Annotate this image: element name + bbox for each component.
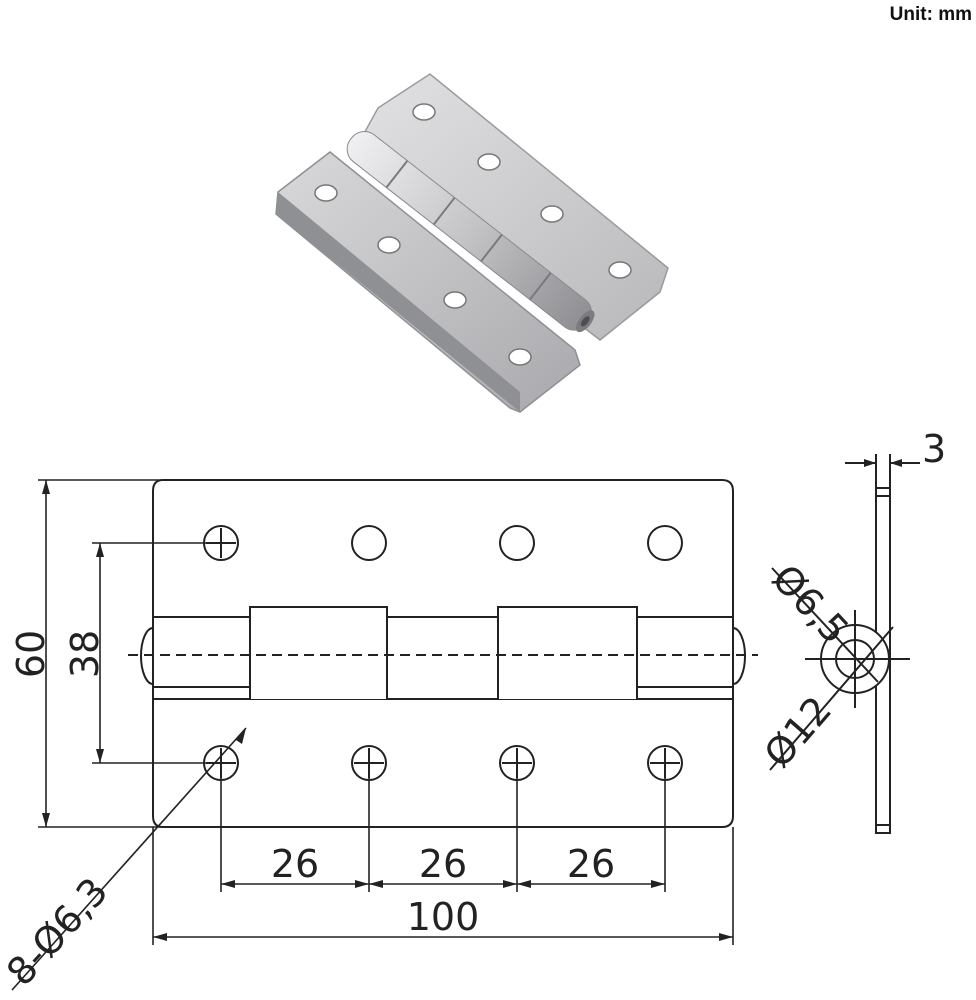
side-view-drawing	[769, 454, 920, 834]
top-leaf-outline	[152, 479, 734, 618]
dim-knuckle-diameter-label: Ø12	[756, 688, 841, 776]
dimension-lines	[11, 479, 734, 991]
mounting-hole	[351, 525, 387, 561]
hinge-hole	[540, 205, 564, 223]
hinge-left-leaf	[275, 151, 581, 413]
mounting-hole	[499, 525, 535, 561]
hinge-hole	[477, 153, 501, 171]
dim-pitch-3-label: 26	[567, 842, 615, 886]
mounting-hole	[647, 525, 683, 561]
dim-pitch-2-label: 26	[419, 842, 467, 886]
dim-pin-spacing-label: 38	[63, 630, 107, 678]
dim-holes-label: 8-Ø6,3	[0, 869, 116, 994]
unit-label: Unit: mm	[889, 4, 972, 25]
dim-height-label: 60	[9, 630, 53, 678]
knuckle-segments	[249, 606, 638, 699]
dim-length-label: 100	[407, 895, 480, 939]
bottom-leaf-outline	[152, 698, 734, 828]
dim-pitch-1-label: 26	[271, 842, 319, 886]
hinge-knuckle	[346, 131, 595, 333]
hinge-hole	[608, 261, 632, 279]
front-view-drawing	[128, 479, 758, 828]
hinge-hole	[314, 184, 338, 202]
hinge-hole	[508, 348, 532, 366]
hinge-product-image	[275, 73, 669, 413]
hinge-hole	[412, 103, 436, 121]
hinge-hole	[443, 291, 467, 309]
dim-thickness-label: 3	[922, 427, 946, 471]
hinge-hole	[377, 236, 401, 254]
